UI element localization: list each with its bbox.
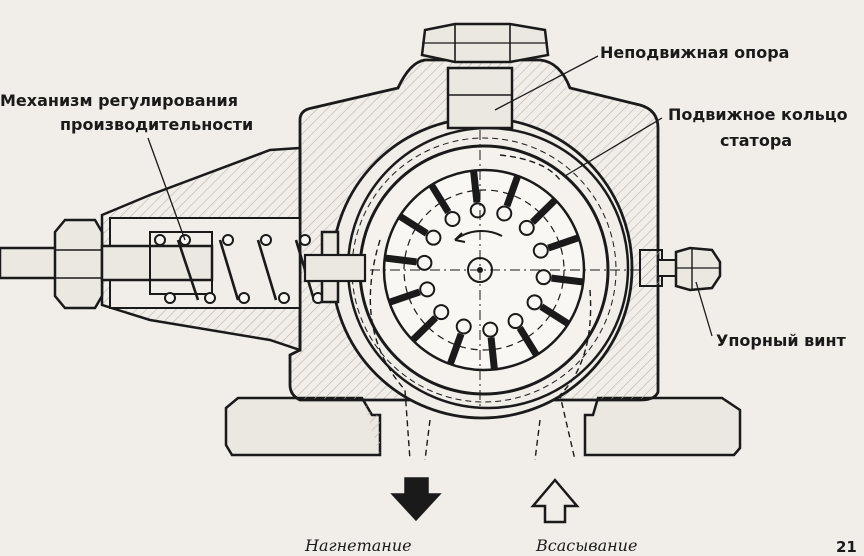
label-capacity-mechanism-line2: производительности [60,115,254,134]
rotor-vane [384,254,417,266]
rotor-vane [487,337,498,370]
rotor-vane [388,288,421,306]
vane-slot-hole [518,219,535,236]
port-outlines [369,154,592,461]
label-movable-ring-line1: Подвижное кольцо [668,105,848,124]
rotor-vane [428,183,452,214]
vane-slot-hole [425,229,442,246]
suction-arrow [530,478,580,524]
discharge-arrow [390,477,442,522]
pump-base [224,396,742,457]
label-capacity-mechanism-line1: Механизм регулирования [0,91,239,110]
fixed-support [420,22,550,130]
label-stop-screw: Упорный винт [716,331,846,350]
vane-slot-hole [532,242,549,259]
vane-slot-hole [419,281,436,298]
vane-slot-hole [535,269,552,286]
label-discharge: Нагнетание [305,536,412,555]
stop-screw [657,246,722,292]
leader-lines [147,55,713,337]
label-suction: Всасывание [536,536,638,555]
rotor-vane [446,332,465,366]
vane-slot-hole [455,318,472,335]
vane-slot-hole [416,254,433,271]
capacity-regulating-mechanism [0,148,367,350]
rotor-vane [397,213,429,237]
page-number: 21 [836,538,857,556]
vane-slot-hole [507,313,524,330]
vane-slot-hole [433,304,450,321]
vane-slot-hole [482,321,499,338]
vane-slot-hole [444,210,461,227]
label-movable-ring-line2: статора [720,131,793,150]
rotor-vane [503,174,522,208]
rotor-vane [530,197,558,225]
rotor-vanes [384,170,584,370]
rotor [330,130,640,410]
rotor-vane [551,274,584,286]
rotor-vane [410,315,438,343]
rotor-vane [539,303,571,327]
vane-slot-hole [469,202,486,219]
rotor-vane [516,326,540,357]
rotor-vane [547,234,580,252]
label-fixed-support: Неподвижная опора [600,43,790,62]
rotor-vane [470,170,481,203]
vane-slot-hole [526,294,543,311]
vane-slot-hole [496,205,513,222]
